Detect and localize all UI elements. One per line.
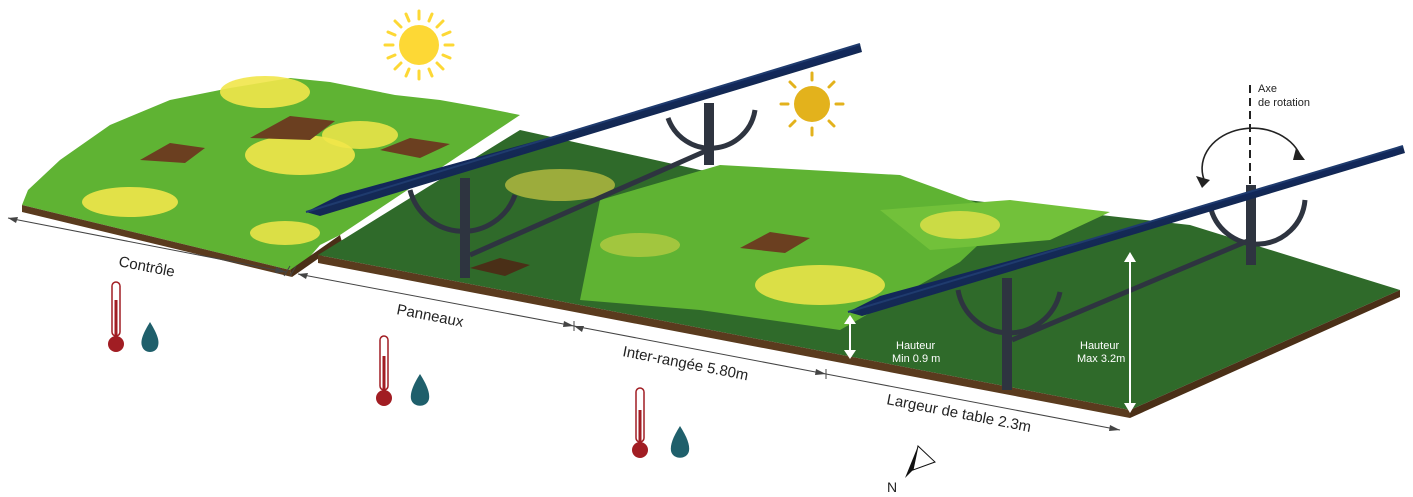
control-label: Contrôle xyxy=(117,253,176,281)
sensor-group-inter-row xyxy=(632,387,690,458)
height-max-value: Max 3.2m xyxy=(1077,353,1125,365)
water-drop-icon xyxy=(670,426,690,458)
height-min-title: Hauteur xyxy=(896,340,935,352)
sun-icon xyxy=(779,71,845,137)
solar-panel-row-1 xyxy=(305,43,862,278)
thermometer-icon xyxy=(632,387,648,458)
sensor-group-panels xyxy=(376,335,430,406)
panels-label: Panneaux xyxy=(395,301,465,331)
inter-row-label: Inter-rangée 5.80m xyxy=(621,343,749,384)
water-drop-icon xyxy=(410,374,430,406)
axis-label-line1: Axe xyxy=(1258,83,1277,95)
rotation-arrow-icon xyxy=(1201,127,1301,183)
north-label: N xyxy=(887,479,897,495)
height-max-title: Hauteur xyxy=(1080,340,1119,352)
table-width-label: Largeur de table 2.3m xyxy=(885,391,1032,436)
rotation-axis: Axe de rotation xyxy=(1196,83,1310,188)
height-min-value: Min 0.9 m xyxy=(892,353,940,365)
thermometer-icon xyxy=(108,281,124,352)
height-min-indicator: Hauteur Min 0.9 m xyxy=(844,315,940,365)
water-drop-icon xyxy=(141,322,159,352)
axis-label-line2: de rotation xyxy=(1258,97,1310,109)
thermometer-icon xyxy=(376,335,392,406)
control-plot xyxy=(22,76,520,277)
panel-plot xyxy=(318,130,1400,418)
sun-icon xyxy=(383,9,455,81)
solar-panel-row-2 xyxy=(847,145,1405,390)
height-max-indicator: Hauteur Max 3.2m xyxy=(1077,252,1136,413)
north-arrow-icon: N xyxy=(887,445,936,495)
sensor-group-control xyxy=(108,281,159,352)
